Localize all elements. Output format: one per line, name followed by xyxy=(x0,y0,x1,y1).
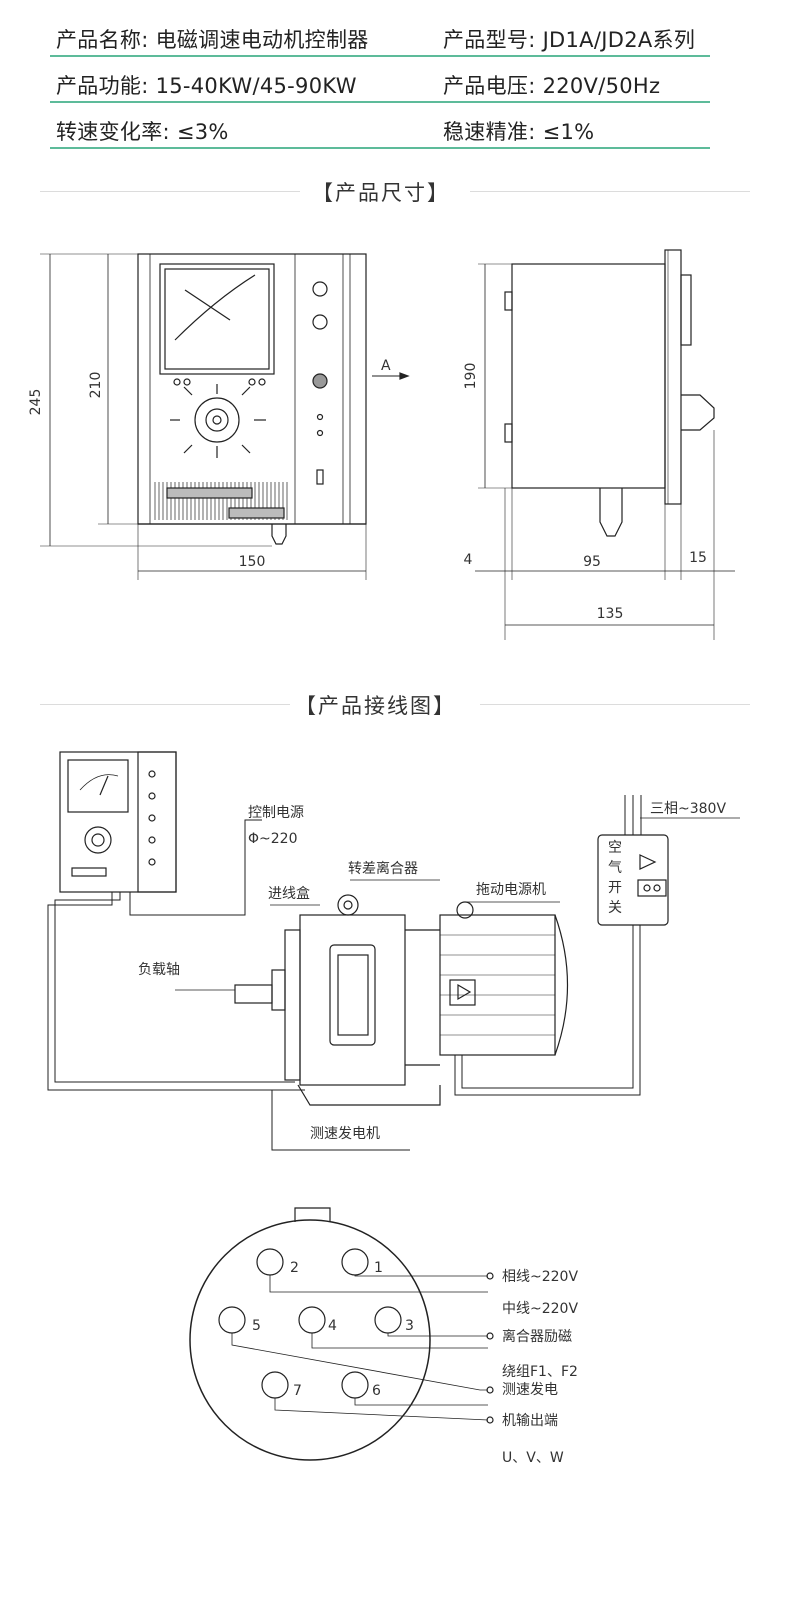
connector-label-7: U、V、W xyxy=(502,1450,564,1466)
dim-side-right: 15 xyxy=(689,550,707,566)
pin-3: 3 xyxy=(405,1318,414,1334)
label-control-power: 控制电源 xyxy=(248,805,304,821)
wiring-diagram xyxy=(47,751,740,1461)
section-title-dimensions: 【产品尺寸】 xyxy=(312,181,450,205)
dim-side-left: 4 xyxy=(464,552,473,568)
pin-4: 4 xyxy=(328,1318,337,1334)
label-three-phase: 三相~380V xyxy=(650,801,726,817)
spec-value: ≤3% xyxy=(176,120,229,144)
pin-5: 5 xyxy=(252,1318,261,1334)
spec-label: 产品型号: xyxy=(443,28,536,52)
spec-divider xyxy=(50,101,710,103)
dim-side-total: 135 xyxy=(597,606,624,622)
label-control-power-value: Φ~220 xyxy=(248,831,297,847)
pin-7: 7 xyxy=(293,1383,302,1399)
pin-2: 2 xyxy=(290,1260,299,1276)
spec-speed-change: 转速变化率: ≤3% xyxy=(56,116,229,146)
connector-label-1: 相线~220V xyxy=(502,1269,578,1285)
section-rule xyxy=(470,191,750,192)
pin-6: 6 xyxy=(372,1383,381,1399)
label-air-switch-1: 空 xyxy=(608,840,622,856)
label-load-shaft: 负载轴 xyxy=(138,962,180,978)
side-view xyxy=(475,249,735,640)
section-rule xyxy=(40,704,290,705)
spec-value: ≤1% xyxy=(542,120,595,144)
spec-product-name: 产品名称: 电磁调速电动机控制器 xyxy=(56,24,369,54)
connector-label-6: 机输出端 xyxy=(502,1413,558,1429)
spec-product-power: 产品功能: 15-40KW/45-90KW xyxy=(56,70,357,100)
spec-divider xyxy=(50,147,710,149)
dim-front-height-total: 245 xyxy=(28,389,44,416)
connector-label-2: 中线~220V xyxy=(502,1301,578,1317)
label-air-switch-4: 关 xyxy=(608,900,622,916)
spec-label: 产品名称: xyxy=(56,28,149,52)
spec-product-model: 产品型号: JD1A/JD2A系列 xyxy=(443,24,695,54)
connector-label-3: 离合器励磁 xyxy=(502,1328,572,1345)
spec-label: 产品电压: xyxy=(443,74,536,98)
section-title-wiring: 【产品接线图】 xyxy=(295,694,456,718)
spec-divider xyxy=(50,55,710,57)
spec-label: 转速变化率: xyxy=(56,120,170,144)
view-arrow-label: A xyxy=(381,358,391,374)
dim-front-height-inner: 210 xyxy=(88,372,104,399)
label-tacho: 测速发电机 xyxy=(310,1126,380,1142)
spec-value: 电磁调速电动机控制器 xyxy=(155,28,369,52)
connector-label-4: 绕组F1、F2 xyxy=(502,1364,578,1380)
dim-side-body: 95 xyxy=(583,554,601,570)
spec-product-voltage: 产品电压: 220V/50Hz xyxy=(443,70,660,100)
label-junction-box: 进线盒 xyxy=(268,885,310,902)
section-rule xyxy=(480,704,750,705)
dim-side-height: 190 xyxy=(463,363,479,390)
spec-value: 15-40KW/45-90KW xyxy=(155,74,357,98)
spec-value: 220V/50Hz xyxy=(542,74,661,98)
dim-front-width: 150 xyxy=(239,554,266,570)
spec-value: JD1A/JD2A系列 xyxy=(542,28,696,52)
spec-label: 产品功能: xyxy=(56,74,149,98)
label-slip-clutch: 转差离合器 xyxy=(348,860,418,877)
label-air-switch-3: 开 xyxy=(608,880,622,896)
connector-label-5: 测速发电 xyxy=(502,1382,558,1398)
spec-label: 稳速精准: xyxy=(443,120,536,144)
pin-1: 1 xyxy=(374,1260,383,1276)
front-view xyxy=(40,253,410,580)
label-air-switch-2: 气 xyxy=(608,860,622,876)
spec-speed-precision: 稳速精准: ≤1% xyxy=(443,116,594,146)
label-drive-motor: 拖动电源机 xyxy=(476,882,546,898)
section-rule xyxy=(40,191,300,192)
